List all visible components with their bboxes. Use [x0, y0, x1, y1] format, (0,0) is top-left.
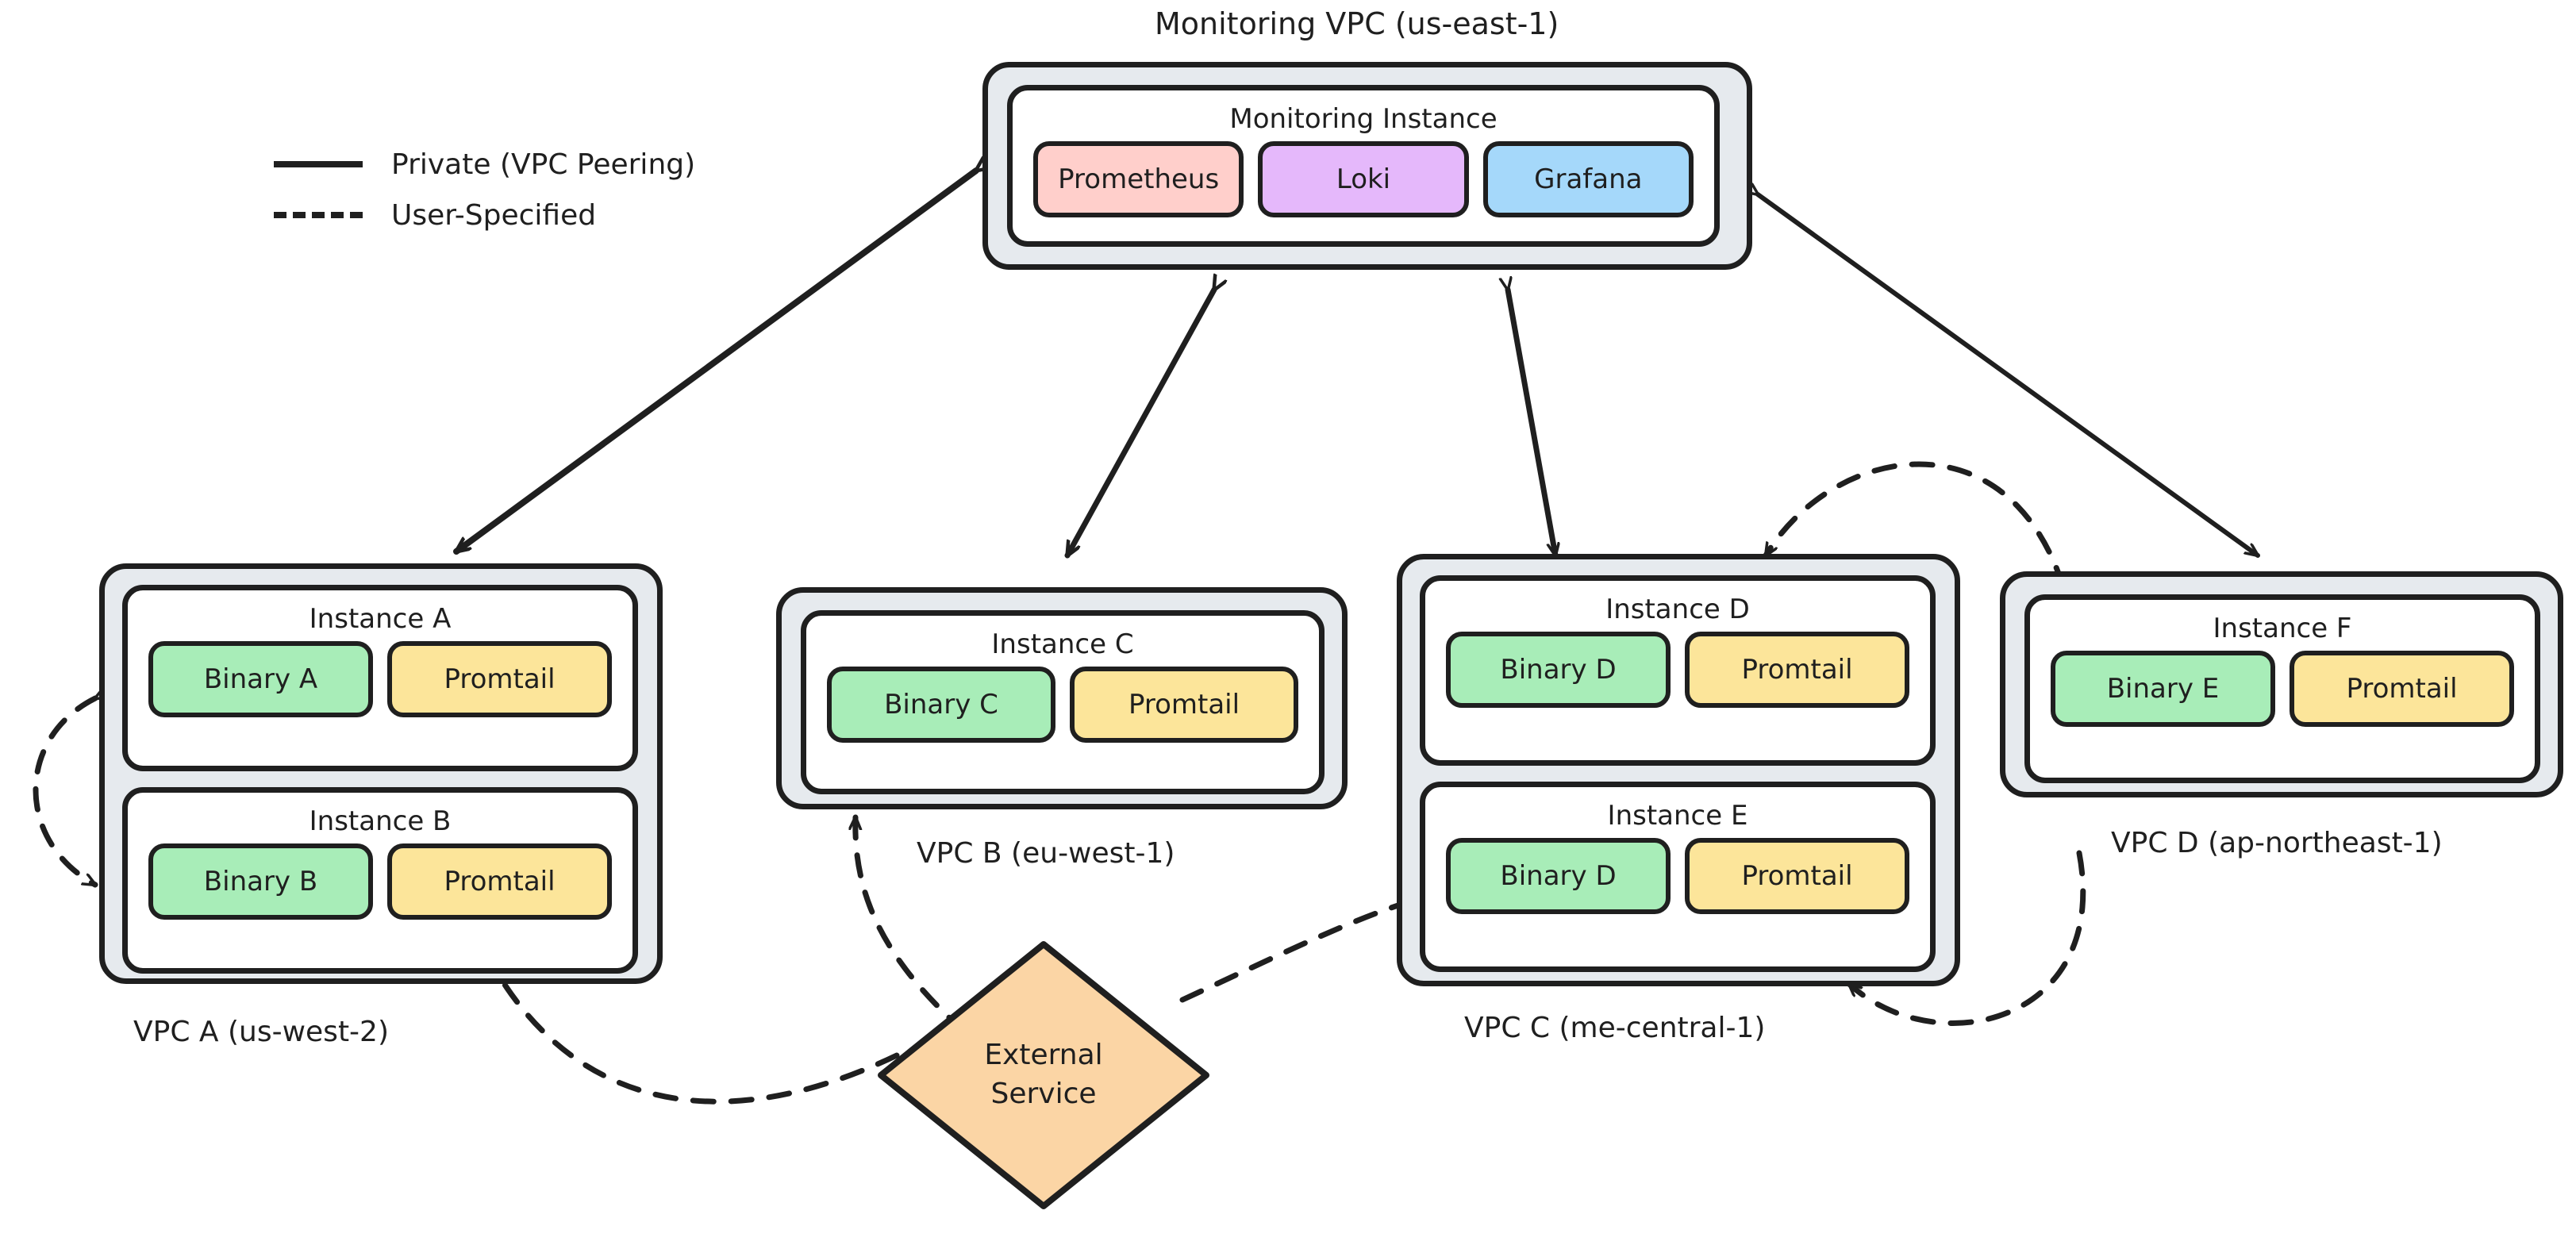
monitoring-instance-title: Monitoring Instance [1229, 103, 1498, 135]
component-promtail-c[interactable]: Promtail [1070, 667, 1298, 743]
vpc-d-caption: VPC D (ap-northeast-1) [2111, 827, 2443, 859]
instance-b-box: Instance B Binary B Promtail [122, 787, 638, 974]
component-promtail-a[interactable]: Promtail [387, 641, 612, 717]
instance-d-component-row: Binary D Promtail [1425, 632, 1930, 724]
vpc-b-caption: VPC B (eu-west-1) [917, 837, 1175, 870]
instance-b-title: Instance B [309, 805, 452, 837]
vpc-d-shell: Instance F Binary E Promtail [2000, 571, 2563, 797]
edge-vpc-d-to-vpc-c-top [1763, 461, 2067, 590]
edge-monitoring-to-vpc-c [1508, 290, 1555, 559]
component-prometheus[interactable]: Prometheus [1033, 141, 1244, 217]
component-binary-e[interactable]: Binary E [2051, 651, 2275, 727]
component-promtail-e[interactable]: Promtail [1685, 838, 1909, 914]
instance-d-box: Instance D Binary D Promtail [1420, 575, 1936, 766]
instance-a-title: Instance A [309, 603, 452, 635]
monitoring-vpc-shell: Monitoring Instance Prometheus Loki Graf… [982, 62, 1752, 270]
component-grafana[interactable]: Grafana [1482, 141, 1694, 217]
instance-c-component-row: Binary C Promtail [806, 667, 1319, 759]
component-promtail-f[interactable]: Promtail [2290, 651, 2514, 727]
vpc-c-shell: Instance D Binary D Promtail Instance E … [1397, 554, 1960, 986]
edge-monitoring-to-vpc-b [1064, 290, 1214, 559]
component-binary-b[interactable]: Binary B [148, 843, 373, 920]
edge-external-to-vpc-c [1179, 901, 1416, 1003]
legend: Private (VPC Peering) User-Specified [274, 139, 695, 240]
vpc-a-caption: VPC A (us-west-2) [133, 1016, 389, 1048]
legend-label-user-specified: User-Specified [391, 198, 597, 232]
component-promtail-b[interactable]: Promtail [387, 843, 612, 920]
instance-e-title: Instance E [1607, 800, 1748, 832]
instance-f-component-row: Binary E Promtail [2030, 651, 2535, 743]
instance-e-box: Instance E Binary D Promtail [1420, 782, 1936, 972]
solid-line-icon [274, 161, 363, 167]
edge-instance-a-to-instance-b [33, 698, 95, 888]
vpc-b-shell: Instance C Binary C Promtail [776, 587, 1348, 809]
edge-monitoring-to-vpc-d [1758, 194, 2260, 558]
instance-c-box: Instance C Binary C Promtail [801, 610, 1325, 794]
edge-monitoring-to-vpc-a [453, 171, 976, 555]
legend-item-user-specified: User-Specified [274, 190, 695, 240]
component-binary-d[interactable]: Binary D [1446, 632, 1671, 708]
edge-vpc-d-to-vpc-c-bottom [1846, 850, 2086, 1026]
instance-c-title: Instance C [991, 628, 1134, 660]
external-service-node[interactable]: External Service [873, 936, 1214, 1214]
monitoring-vpc-caption: Monitoring VPC (us-east-1) [1155, 6, 1559, 41]
instance-a-component-row: Binary A Promtail [128, 641, 632, 733]
instance-f-title: Instance F [2213, 613, 2352, 644]
vpc-c-caption: VPC C (me-central-1) [1464, 1012, 1766, 1044]
component-loki[interactable]: Loki [1258, 141, 1469, 217]
component-binary-c[interactable]: Binary C [827, 667, 1055, 743]
vpc-a-shell: Instance A Binary A Promtail Instance B … [99, 563, 663, 984]
monitoring-instance-box: Monitoring Instance Prometheus Loki Graf… [1007, 85, 1720, 247]
instance-a-box: Instance A Binary A Promtail [122, 585, 638, 771]
component-binary-a[interactable]: Binary A [148, 641, 373, 717]
instance-b-component-row: Binary B Promtail [128, 843, 632, 936]
instance-e-component-row: Binary D Promtail [1425, 838, 1930, 930]
legend-item-private: Private (VPC Peering) [274, 139, 695, 190]
dashed-line-icon [274, 212, 363, 218]
external-service-diamond-icon [878, 941, 1209, 1209]
monitoring-component-row: Prometheus Loki Grafana [1013, 141, 1714, 233]
instance-d-title: Instance D [1605, 594, 1750, 625]
legend-label-private: Private (VPC Peering) [391, 148, 696, 181]
edge-external-to-vpc-b [855, 814, 967, 1035]
component-promtail-d[interactable]: Promtail [1685, 632, 1909, 708]
edge-external-to-vpc-a [489, 961, 900, 1105]
component-binary-e-slot[interactable]: Binary D [1446, 838, 1671, 914]
instance-f-box: Instance F Binary E Promtail [2024, 594, 2540, 783]
